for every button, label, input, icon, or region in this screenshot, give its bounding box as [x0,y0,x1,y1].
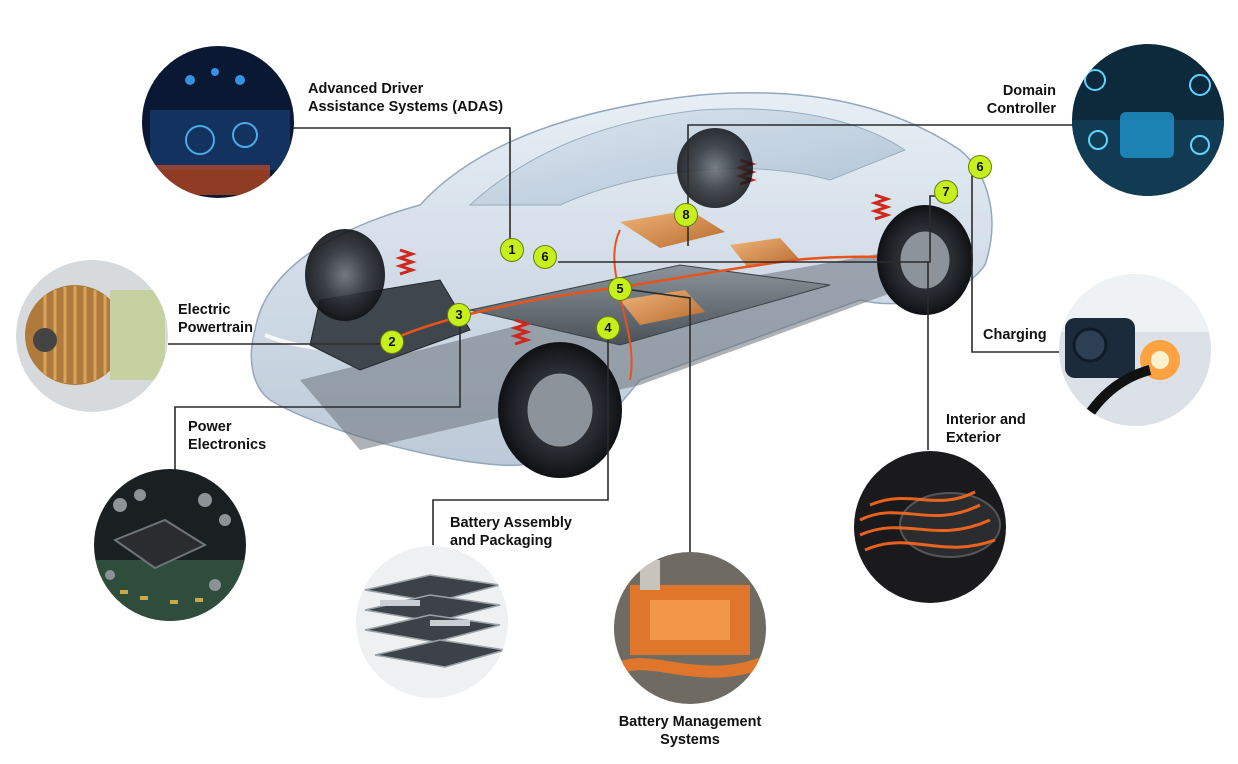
marker-6-front: 6 [533,245,557,269]
label-interior-exterior: Interior and Exterior [946,412,1026,446]
label-charging: Charging [983,327,1047,343]
domain-controller-thumbnail [1072,44,1224,196]
marker-8: 8 [674,203,698,227]
marker-7: 7 [934,180,958,204]
adas-thumbnail [142,46,294,198]
label-electric-powertrain: Electric Powertrain [178,302,253,336]
battery-assembly-thumbnail [356,546,508,698]
label-adas: Advanced Driver Assistance Systems (ADAS… [308,81,504,115]
powertrain-thumbnail [16,260,168,412]
marker-5: 5 [608,277,632,301]
marker-2: 2 [380,330,404,354]
charging-thumbnail [1059,274,1211,426]
label-domain-controller: Domain Controller [986,83,1056,117]
marker-3: 3 [447,303,471,327]
bms-thumbnail [614,552,766,704]
marker-4: 4 [596,316,620,340]
interior-exterior-thumbnail [854,451,1006,603]
marker-1: 1 [500,238,524,262]
marker-6-rear: 6 [968,155,992,179]
label-battery-assembly: Battery Assembly and Packaging [450,515,572,549]
label-power-electronics: Power Electronics [188,419,267,453]
label-battery-management: Battery Management Systems [618,714,762,748]
power-electronics-thumbnail [94,469,246,621]
